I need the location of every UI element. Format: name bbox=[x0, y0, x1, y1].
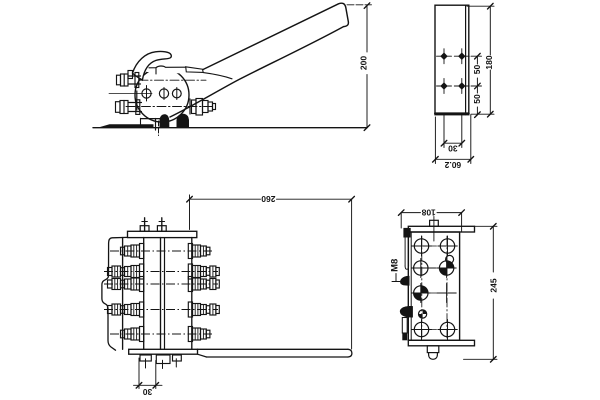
svg-text:260: 260 bbox=[261, 194, 275, 204]
svg-text:245: 245 bbox=[488, 278, 498, 292]
svg-text:50: 50 bbox=[472, 94, 482, 104]
svg-text:108: 108 bbox=[421, 207, 435, 217]
svg-text:30: 30 bbox=[143, 387, 153, 397]
svg-text:60.2: 60.2 bbox=[444, 160, 461, 170]
svg-text:30: 30 bbox=[448, 144, 458, 154]
svg-text:M8: M8 bbox=[390, 259, 401, 272]
svg-text:180: 180 bbox=[484, 55, 494, 69]
svg-text:50: 50 bbox=[472, 65, 482, 75]
svg-text:200: 200 bbox=[359, 56, 369, 70]
